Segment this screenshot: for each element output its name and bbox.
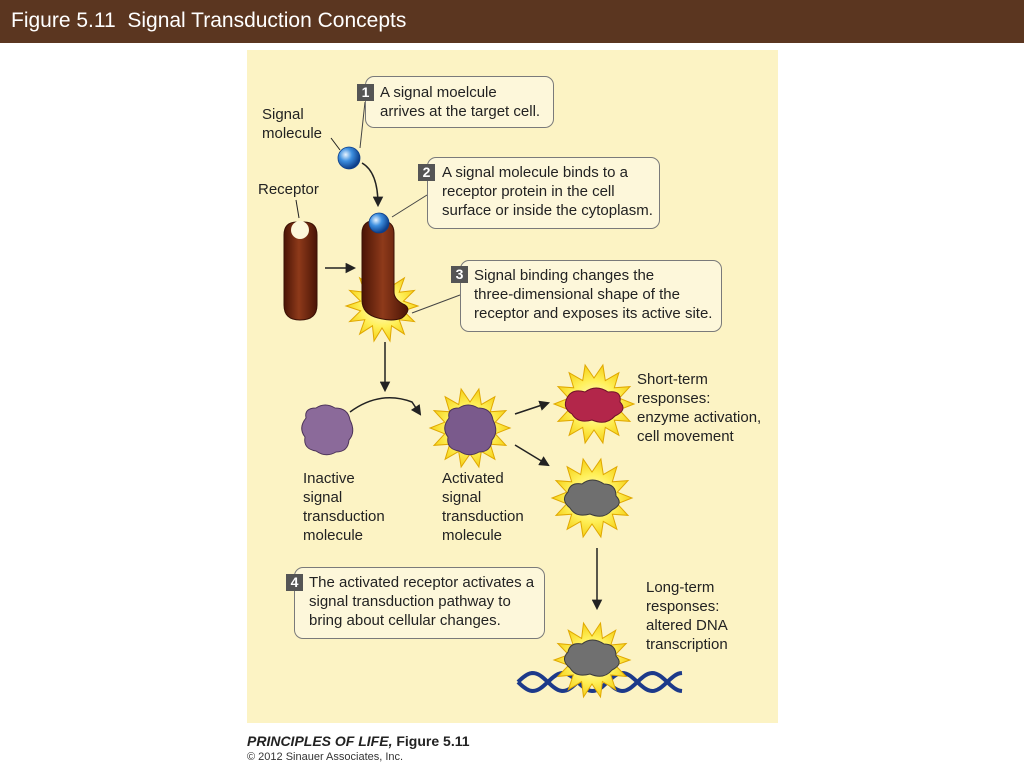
step-1-line-2: arrives at the target cell. bbox=[380, 103, 541, 120]
title-bar: Figure 5.11 Signal Transduction Concepts bbox=[0, 0, 1024, 43]
long-term-label-1: Long-term bbox=[646, 579, 715, 596]
step-1-line-1: A signal moelcule bbox=[380, 84, 497, 101]
step-3-line-1: Signal binding changes the bbox=[474, 267, 655, 284]
activated-label-1: Activated bbox=[442, 470, 504, 487]
long-term-label-3: altered DNA bbox=[646, 617, 728, 634]
bound-signal-molecule bbox=[368, 212, 390, 234]
receptor-label: Receptor bbox=[258, 181, 319, 198]
dna-bound-molecule bbox=[564, 639, 620, 677]
signal-leader-line bbox=[330, 137, 341, 151]
signal-molecule-label-1: Signal bbox=[262, 106, 304, 123]
activation-arrow bbox=[349, 397, 422, 416]
step-2-line-3: surface or inside the cytoplasm. bbox=[442, 202, 653, 219]
signal-molecule bbox=[337, 146, 361, 170]
step-2-box bbox=[427, 157, 660, 229]
inactive-label-2: signal bbox=[303, 489, 343, 506]
signal-molecule-label-2: molecule bbox=[262, 125, 323, 142]
short-term-label-3: enzyme activation, bbox=[637, 409, 762, 426]
step-3-line-3: receptor and exposes its active site. bbox=[474, 305, 713, 322]
step2-leader-line bbox=[391, 194, 428, 218]
step-3-number: 3 bbox=[451, 266, 468, 283]
step-2-line-1: A signal molecule binds to a bbox=[442, 164, 628, 181]
step-1-number: 1 bbox=[357, 84, 374, 101]
receptor-active bbox=[361, 219, 409, 321]
step-4-line-3: bring about cellular changes. bbox=[309, 612, 501, 629]
book-credit: PRINCIPLES OF LIFE, Figure 5.11 bbox=[247, 733, 470, 749]
activated-transduction-molecule bbox=[444, 404, 497, 456]
figure-number: Figure 5.11 bbox=[392, 733, 470, 749]
inactive-label-3: transduction bbox=[303, 508, 385, 525]
copyright: © 2012 Sinauer Associates, Inc. bbox=[247, 751, 404, 763]
book-title: PRINCIPLES OF LIFE, bbox=[247, 733, 393, 749]
short-term-label-4: cell movement bbox=[637, 428, 734, 445]
short-term-label-2: responses: bbox=[637, 390, 711, 407]
step1-leader-line bbox=[359, 101, 366, 149]
gray-transduction-molecule bbox=[564, 479, 620, 517]
step-2-line-2: receptor protein in the cell bbox=[442, 183, 615, 200]
step-1-box bbox=[365, 76, 554, 128]
step-2-number: 2 bbox=[418, 164, 435, 181]
long-term-arrow bbox=[514, 444, 550, 467]
activated-label-4: molecule bbox=[442, 527, 503, 544]
step-4-line-2: signal transduction pathway to bbox=[309, 593, 511, 610]
long-term-label-2: responses: bbox=[646, 598, 720, 615]
short-term-label-1: Short-term bbox=[637, 371, 708, 388]
slide-title: Figure 5.11 Signal Transduction Concepts bbox=[11, 9, 407, 32]
enzyme-molecule bbox=[564, 387, 624, 423]
receptor-leader-line bbox=[295, 199, 300, 219]
long-term-label-4: transcription bbox=[646, 636, 728, 653]
step-4-number: 4 bbox=[286, 574, 303, 591]
inactive-label-1: Inactive bbox=[303, 470, 355, 487]
activated-label-3: transduction bbox=[442, 508, 524, 525]
step-3-box bbox=[460, 260, 722, 332]
receptor-inactive bbox=[283, 221, 318, 321]
step-4-line-1: The activated receptor activates a bbox=[309, 574, 535, 591]
step-3-line-2: three-dimensional shape of the bbox=[474, 286, 680, 303]
step3-leader-line bbox=[411, 294, 461, 314]
inactive-label-4: molecule bbox=[303, 527, 364, 544]
arrival-arrow bbox=[361, 162, 384, 208]
step-4-box bbox=[294, 567, 545, 639]
activated-label-2: signal bbox=[442, 489, 482, 506]
short-term-arrow bbox=[514, 400, 550, 415]
inactive-transduction-molecule bbox=[301, 404, 354, 456]
